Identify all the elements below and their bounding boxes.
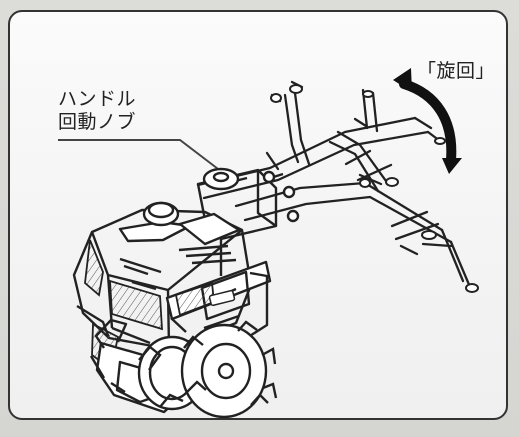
control-knobs	[270, 84, 479, 293]
handle-knob-label-line1: ハンドル	[58, 88, 137, 110]
rotation-label: 「旋回」	[417, 60, 496, 82]
handle-assembly	[196, 80, 472, 289]
handle-knob-leader-line	[58, 139, 223, 173]
handle-knob-label-line2: 回動ノブ	[58, 111, 137, 133]
right-wheel	[180, 320, 278, 419]
rotation-arrow-icon	[399, 79, 457, 165]
brand-plate	[208, 289, 236, 307]
